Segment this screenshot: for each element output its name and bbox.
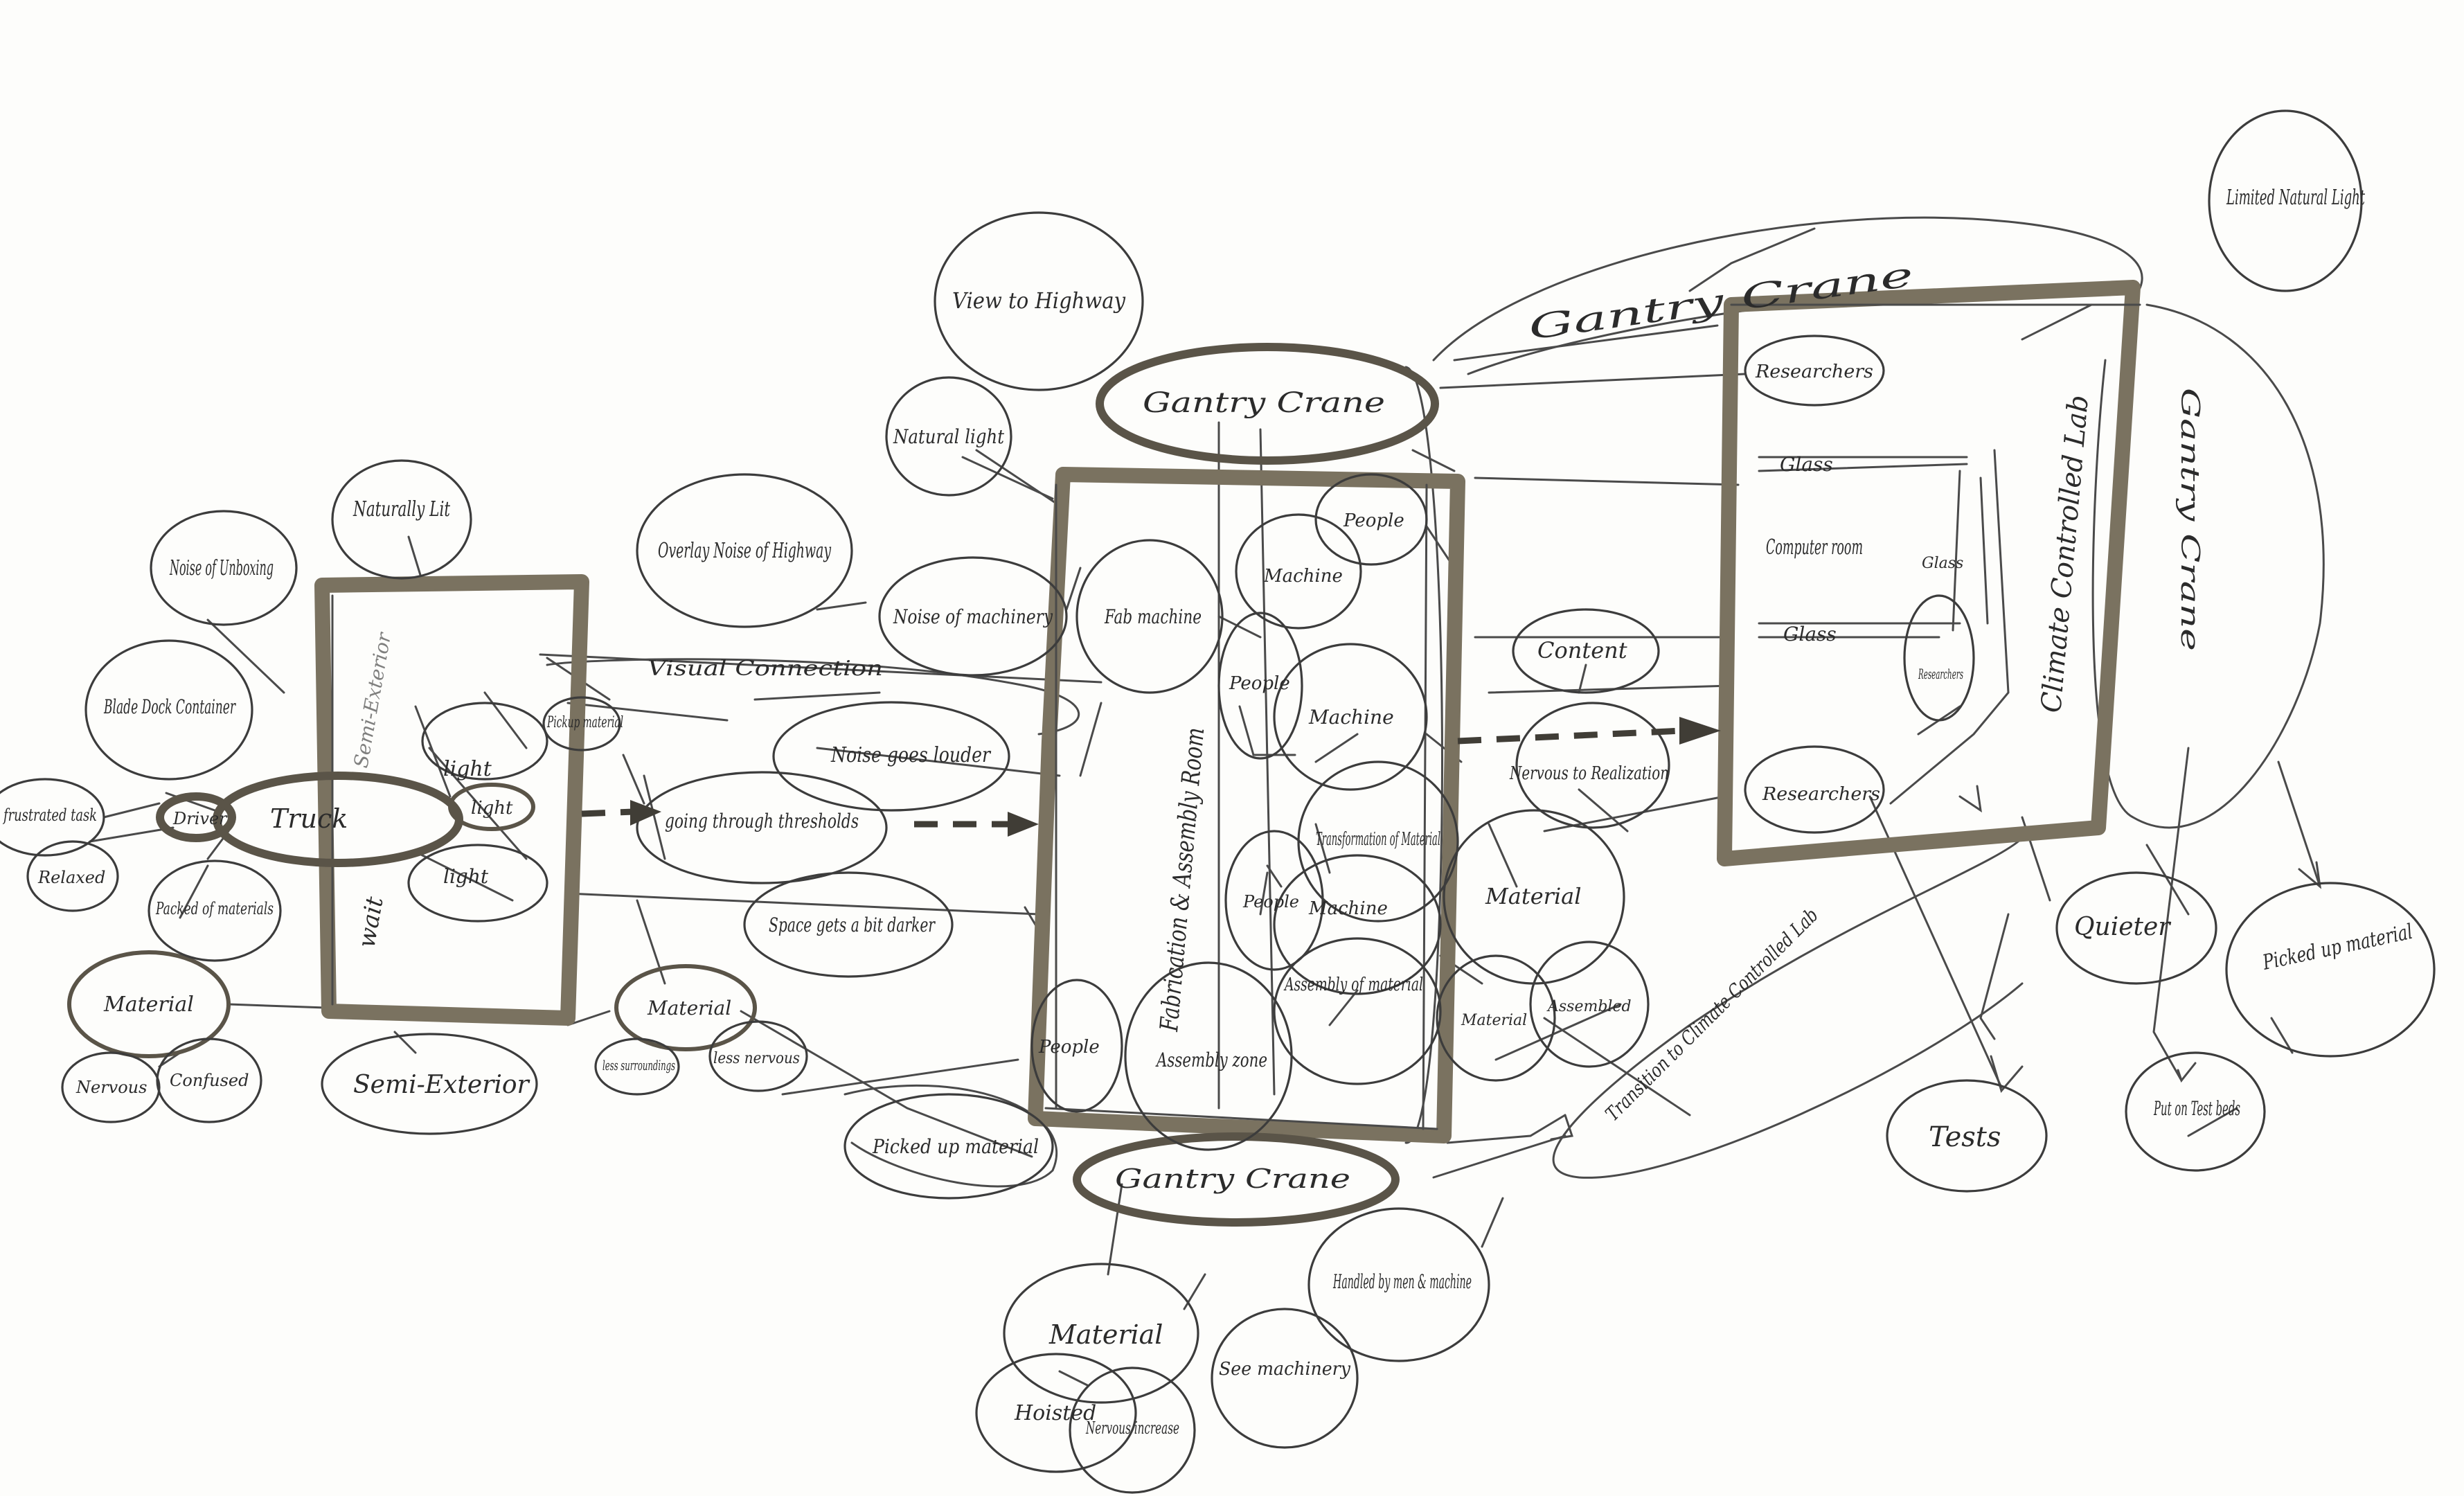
flow-arrow-1-head: [630, 800, 661, 826]
note-gantry-bottom: Gantry Crane: [1115, 1164, 1350, 1194]
note-transformation: Transformation of Material: [1316, 829, 1440, 850]
note-relaxed: Relaxed: [37, 868, 105, 887]
note-researchers-top: Researchers: [1755, 362, 1873, 382]
bold-ellipses: [67, 343, 1439, 1227]
note-assembly-material: Assembly of material: [1284, 974, 1423, 995]
note-limited-light: Limited Natural Light: [2226, 186, 2365, 210]
note-assembled: Assembled: [1546, 998, 1632, 1015]
note-people-4: People: [1038, 1037, 1100, 1058]
flow-arrow-3-head: [1679, 717, 1721, 745]
note-see-machinery: See machinery: [1219, 1359, 1350, 1380]
room-lab: [1717, 280, 2141, 866]
note-overlay-noise: Overlay Noise of Highway: [658, 539, 832, 563]
note-nervous-realization: Nervous to Realization: [1509, 763, 1669, 784]
note-glass-1: Glass: [1780, 453, 1833, 476]
driver-ellipse: [156, 792, 236, 842]
flow-arrow-3: [1457, 727, 1684, 745]
gantry-top-ellipse: [1096, 343, 1439, 465]
note-researchers-mid: Researchers: [1918, 666, 1963, 682]
note-view-highway: View to Highway: [952, 287, 1126, 314]
note-material-left: Material: [103, 992, 194, 1017]
note-light-mid: light: [471, 798, 513, 819]
room-label-fabrication: Fabrication & Assembly Room: [1155, 727, 1210, 1033]
note-light-top: light: [443, 757, 492, 781]
note-tests: Tests: [1929, 1121, 2001, 1153]
note-picked-up-right: Picked up material: [2260, 920, 2415, 975]
note-gantry-top: Gantry Crane: [1143, 387, 1385, 419]
note-put-on-test: Put on Test beds: [2153, 1097, 2240, 1120]
room-label-lab: Climate Controlled Lab: [2035, 394, 2095, 714]
note-people-2: People: [1229, 673, 1290, 694]
flow-arrow-1: [581, 808, 634, 817]
note-naturally-lit: Naturally Lit: [352, 497, 450, 522]
room-semi-exterior: [314, 574, 589, 1026]
material-left-ellipse: [67, 950, 231, 1058]
note-less-surround: less surroundings: [602, 1057, 675, 1074]
note-natural-light: Natural light: [893, 425, 1005, 448]
connector-lines: [89, 227, 2322, 1387]
note-material-bottom: Material: [1048, 1319, 1163, 1350]
note-people-3: People: [1242, 892, 1299, 911]
note-frustrated-task: frustrated task: [3, 805, 97, 825]
note-nervous-increase: Nervous increase: [1085, 1418, 1179, 1438]
note-researchers-bottom: Researchers: [1762, 784, 1880, 805]
note-less-nervous: less nervous: [713, 1050, 800, 1067]
note-semi-exterior: Semi-Exterior: [353, 1071, 530, 1099]
note-packed-materials: Packed of materials: [155, 899, 274, 918]
material-mid-ellipse: [614, 964, 757, 1051]
note-glass-3: Glass: [1922, 555, 1963, 572]
note-material-small: Material: [1461, 1012, 1527, 1029]
flow-arrow-2-head: [1008, 812, 1039, 837]
note-light-bottom: light: [443, 865, 489, 888]
flow-arrows: [581, 717, 1721, 837]
note-noise-louder: Noise goes louder: [830, 743, 991, 767]
gantry-bottom-ellipse: [1073, 1132, 1400, 1227]
note-computer-room: Computer room: [1766, 535, 1863, 560]
note-machine-2: Machine: [1308, 706, 1394, 729]
note-material-mid: Material: [647, 997, 731, 1019]
note-machine-1: Machine: [1263, 566, 1343, 587]
room-label-semi-exterior: Semi-Exterior: [349, 630, 395, 770]
note-hoisted: Hoisted: [1014, 1401, 1096, 1425]
note-nervous-left: Nervous: [75, 1078, 147, 1097]
note-confused: Confused: [170, 1071, 249, 1090]
bubbles: [0, 109, 2436, 1494]
note-people-1: People: [1343, 510, 1404, 531]
note-machine-3: Machine: [1308, 898, 1388, 919]
note-blade-container: Blade Dock Container: [103, 695, 236, 718]
note-quieter: Quieter: [2074, 913, 2171, 941]
note-noise-machinery: Noise of machinery: [893, 605, 1053, 628]
note-wait: wait: [352, 894, 389, 950]
note-driver: Driver: [172, 809, 228, 828]
note-space-darker: Space gets a bit darker: [769, 914, 936, 936]
note-pickup-material: Pickup material: [546, 714, 623, 731]
note-fab-machine: Fab machine: [1104, 605, 1202, 628]
note-noise-unboxing: Noise of Unboxing: [169, 556, 274, 580]
labels: Noise of Unboxing Naturally Lit Blade Do…: [3, 186, 2415, 1438]
note-picked-up-material: Picked up material: [872, 1135, 1039, 1158]
note-content: Content: [1537, 637, 1627, 664]
note-glass-2: Glass: [1783, 623, 1837, 645]
note-going-thresholds: going through thresholds: [665, 810, 859, 832]
light-mid-ellipse: [448, 783, 535, 831]
note-visual-connection: Visual Connection: [648, 657, 883, 681]
note-handled-by: Handled by men & machine: [1332, 1270, 1472, 1293]
note-material-right: Material: [1485, 883, 1581, 909]
note-assembly-zone: Assembly zone: [1155, 1049, 1267, 1071]
note-truck: Truck: [270, 803, 348, 834]
note-transition-lab: Transition to Climate Controlled Lab: [1601, 904, 1823, 1125]
note-gantry-right: Gantry Crane: [2175, 388, 2204, 651]
